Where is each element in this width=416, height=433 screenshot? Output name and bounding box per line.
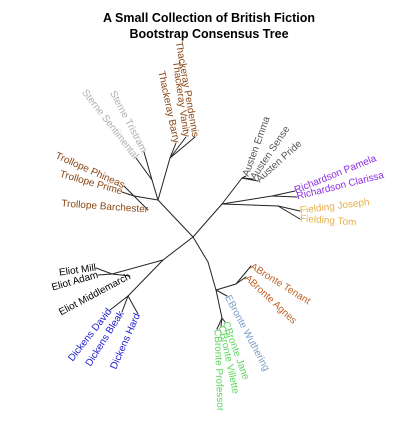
branch-leaf-3 <box>169 142 177 159</box>
branch-UL-TH <box>157 157 171 201</box>
branch-UL-STn <box>151 179 159 201</box>
leaf-label-15: Trollope Barchester <box>61 198 149 215</box>
branch-root-LR <box>192 236 209 263</box>
branch-root-LL <box>162 236 194 261</box>
branch-leaf-14 <box>121 191 135 197</box>
branch-leaf-16 <box>95 267 113 275</box>
branch-leaf-8 <box>241 177 259 182</box>
branch-LL-ELn <box>111 259 164 275</box>
branch-leaf-20 <box>121 295 129 313</box>
branch-leaf-5 <box>135 157 153 181</box>
branch-leaf-17 <box>97 273 113 276</box>
branch-leaf-13 <box>123 185 135 197</box>
branch-leaf-25 <box>221 317 226 323</box>
branch-BRn-CBn <box>215 289 223 319</box>
branch-root-UR <box>192 203 223 238</box>
leaf-label-27: CBronte Professor <box>212 329 226 412</box>
branch-leaf-22 <box>235 265 252 285</box>
branch-leaf-10 <box>271 195 298 198</box>
branch-leaf-2 <box>169 136 187 159</box>
branch-leaf-21 <box>127 295 139 315</box>
branch-leaf-4 <box>143 151 153 181</box>
branch-UR-AUn <box>221 177 243 205</box>
branch-leaf-24 <box>215 289 228 297</box>
branch-UR-FIn <box>221 203 279 207</box>
branch-leaf-15 <box>133 195 149 211</box>
branch-leaf-1 <box>169 136 196 159</box>
branch-leaf-9 <box>271 190 296 197</box>
branch-leaf-11 <box>277 205 301 212</box>
figure-title-line1: A Small Collection of British Fiction <box>103 11 315 25</box>
leaf-label-16: Eliot Mill <box>58 263 96 279</box>
branch-LR-BRn <box>207 261 217 291</box>
figure-title-line2: Bootstrap Consensus Tree <box>129 27 288 41</box>
branch-UL-TRn <box>133 195 159 201</box>
branch-leaf-23 <box>235 276 247 285</box>
branch-root-UL <box>157 199 194 238</box>
branch-leaf-27 <box>216 317 223 330</box>
branch-leaf-18 <box>111 273 131 277</box>
leaf-label-12: Fielding Tom <box>300 214 357 229</box>
branch-UR-RIn <box>221 195 273 205</box>
branch-LL-DIn <box>127 259 164 297</box>
tree-branches <box>95 136 301 330</box>
branch-BRn-ABn <box>215 283 237 291</box>
branch-leaf-12 <box>277 205 301 220</box>
branch-leaf-19 <box>109 295 129 311</box>
